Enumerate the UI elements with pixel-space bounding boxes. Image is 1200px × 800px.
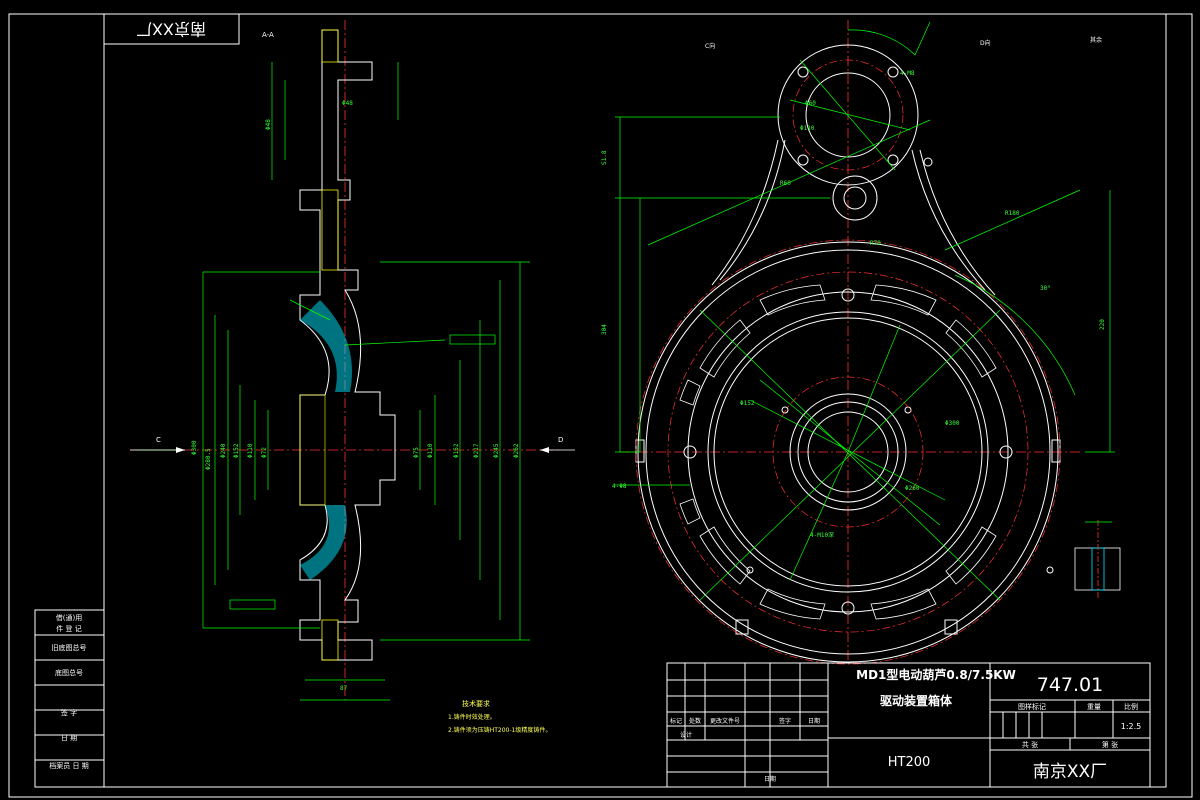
company-name: 南京XX厂 — [1033, 762, 1107, 782]
tech-note-2: 2.铸件须为压铸HT200-1级精度铸件。 — [448, 726, 551, 734]
svg-text:R70: R70 — [870, 240, 881, 247]
arrow-d-label: D — [558, 436, 563, 444]
svg-text:Φ260: Φ260 — [905, 485, 920, 492]
view-c-label: C向 — [705, 42, 715, 50]
svg-text:Φ48: Φ48 — [265, 119, 272, 130]
title-block: MD1型电动葫芦0.8/7.5KW 驱动装置箱体 HT200 747.01 南京… — [666, 662, 1151, 788]
svg-text:Φ110: Φ110 — [800, 125, 815, 132]
svg-text:220: 220 — [1099, 319, 1106, 330]
svg-text:Φ262: Φ262 — [513, 443, 520, 458]
svg-text:Φ152: Φ152 — [740, 400, 755, 407]
scale-label: 比例 — [1124, 702, 1138, 711]
sheet-label: 共 张 — [1022, 740, 1038, 749]
scale-value: 1:2.5 — [1121, 722, 1142, 731]
drawing-number: 747.01 — [1037, 674, 1103, 696]
section-view-a-a: A-A — [130, 20, 575, 701]
svg-text:S1.8: S1.8 — [601, 150, 608, 165]
tech-note-1: 1.铸件时效处理。 — [448, 713, 496, 721]
svg-text:Φ300: Φ300 — [191, 440, 198, 455]
arrow-c-label: C — [156, 436, 161, 444]
front-view: C向 D向 其余 — [601, 20, 1115, 665]
tech-notes-heading: 技术要求 — [462, 699, 490, 708]
rev-doc: 更改文件号 — [710, 717, 740, 725]
date-label: 日期 — [764, 775, 776, 783]
svg-text:304: 304 — [601, 324, 608, 335]
svg-text:R60: R60 — [780, 180, 791, 187]
svg-text:4-M10深: 4-M10深 — [810, 531, 834, 539]
registry-row-1: 件 登 记 — [56, 624, 81, 633]
left-registry-column: 借(通)用 件 登 记 旧底图总号 底图总号 签 字 日 期 档案员 日 期 — [34, 609, 105, 788]
svg-text:4-M8: 4-M8 — [900, 70, 915, 77]
section-label: A-A — [262, 31, 274, 39]
svg-text:Φ48: Φ48 — [342, 100, 353, 107]
svg-text:87: 87 — [340, 685, 348, 692]
svg-text:Φ217: Φ217 — [473, 443, 480, 458]
stamp-box — [103, 13, 240, 45]
svg-text:Φ152: Φ152 — [453, 443, 460, 458]
svg-text:Φ72: Φ72 — [261, 447, 268, 458]
rev-date: 日期 — [808, 717, 820, 725]
registry-row-4: 签 字 — [61, 708, 77, 717]
registry-row-6: 档案员 日 期 — [49, 761, 88, 770]
registry-row-0: 借(通)用 — [56, 613, 82, 622]
rev-mark: 标记 — [670, 717, 682, 725]
weight-label: 重量 — [1087, 703, 1101, 711]
svg-text:4-Φ8: 4-Φ8 — [612, 483, 627, 490]
registry-row-3: 底图总号 — [55, 668, 83, 677]
rev-sign: 签字 — [779, 717, 791, 725]
svg-text:Φ152: Φ152 — [233, 443, 240, 458]
registry-row-2: 旧底图总号 — [52, 643, 87, 652]
part-name: 驱动装置箱体 — [880, 693, 953, 708]
svg-text:Φ240: Φ240 — [220, 443, 227, 458]
svg-text:Φ110: Φ110 — [247, 443, 254, 458]
roughness-note: 其余 — [1090, 36, 1102, 44]
svg-text:Φ60: Φ60 — [805, 100, 816, 107]
view-d-label: D向 — [980, 39, 991, 47]
inner-border — [103, 13, 1167, 788]
technical-notes: 技术要求 1.铸件时效处理。 2.铸件须为压铸HT200-1级精度铸件。 — [448, 699, 551, 734]
material: HT200 — [888, 755, 931, 770]
svg-text:Φ280.5: Φ280.5 — [205, 448, 212, 470]
design-label: 设计 — [680, 731, 692, 739]
svg-text:Φ300: Φ300 — [945, 420, 960, 427]
svg-text:Φ75: Φ75 — [413, 447, 420, 458]
svg-text:Φ245: Φ245 — [493, 443, 500, 458]
svg-text:30°: 30° — [1040, 285, 1051, 292]
detail-view — [1074, 520, 1121, 600]
stage-label: 图样标记 — [1018, 702, 1046, 711]
svg-text:R180: R180 — [1005, 210, 1020, 217]
registry-row-5: 日 期 — [61, 734, 77, 742]
svg-text:Φ110: Φ110 — [427, 443, 434, 458]
rev-count: 处数 — [689, 717, 701, 725]
product-title: MD1型电动葫芦0.8/7.5KW — [856, 667, 1016, 682]
rib-windows — [679, 284, 997, 620]
sheet-no-label: 第 张 — [1102, 740, 1118, 749]
mirrored-stamp-text: 南京XX厂 — [136, 20, 206, 39]
